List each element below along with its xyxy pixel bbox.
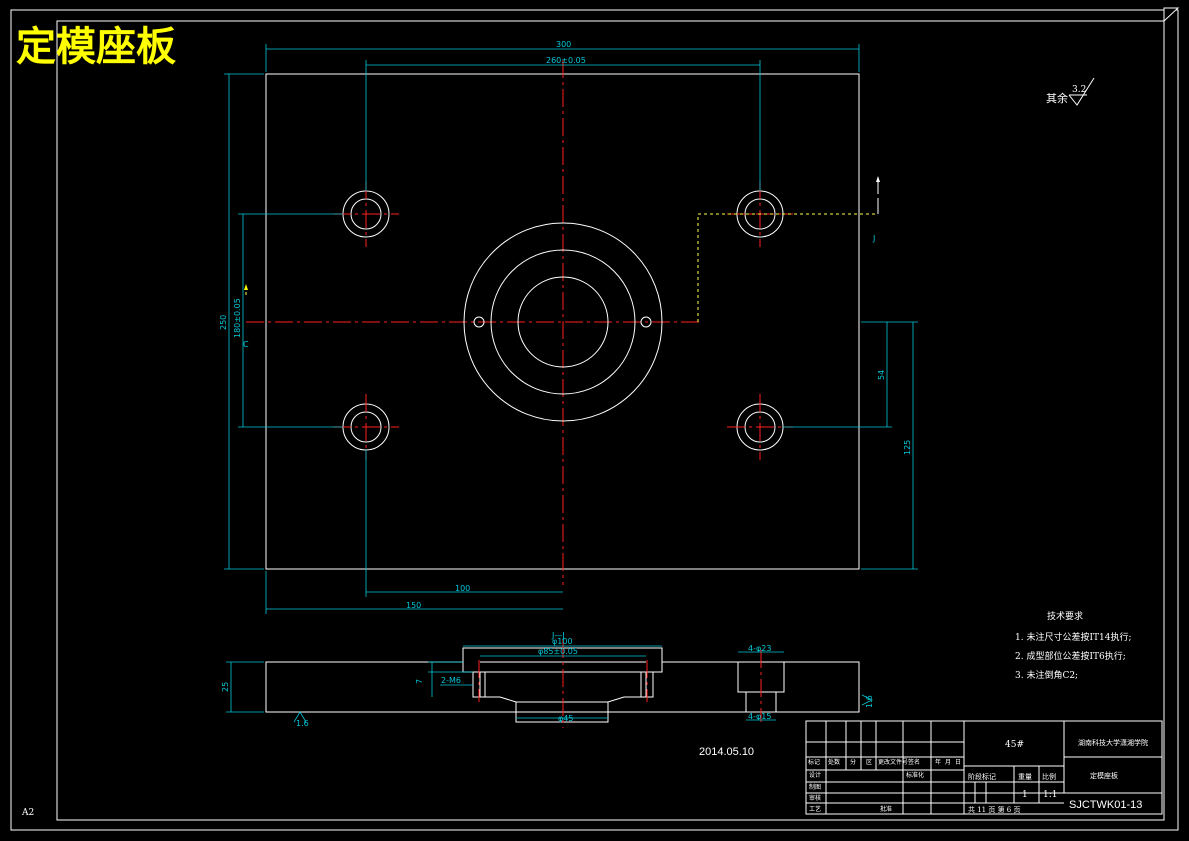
section-marker-j: J [872,234,875,243]
note-3: 3. 未注倒角C2; [1015,669,1078,681]
dim-125: 125 [903,440,912,455]
drawing-title: 定模座板 [16,23,176,70]
scale: 1:1 [1043,790,1057,800]
rev-h-1: 处数 [828,758,840,766]
title-block: 标记 处数 分 区 更改文件号 签名 年 月 日 设计 制图 审核 工艺 标准化… [805,720,1163,815]
dim-thread: 2-M6 [441,676,461,685]
dim-locate: φ85±0.05 [538,647,578,656]
notes-heading: 技术要求 [1047,610,1083,622]
sprue-bore [515,701,609,723]
locating-ring-outer [463,222,663,422]
rev-h-2: 分 [850,758,856,766]
note-2: 2. 成型部位公差按IT6执行; [1015,650,1126,662]
dim-150: 150 [406,601,421,610]
stage-h-2: 比例 [1042,772,1056,781]
dim-counterbore: 4-φ23 [748,644,771,653]
section-view: J—J 25 φ100 φ85±0.05 φ45 4-φ23 4-φ15 [221,631,874,728]
school-name: 湖南科技大学潇湘学院 [1078,738,1148,747]
dim-260: 260±0.05 [546,56,586,65]
plan-view: J C 300 260±0.05 250 180±0.05 54 125 [219,40,918,614]
ra-bottom: 1.6 [296,719,309,728]
dim-recess: φ100 [552,637,573,646]
part-name: 定模座板 [1090,771,1118,780]
stage-h-1: 重量 [1018,773,1032,781]
dim-thickness: 25 [221,682,230,692]
quantity: 1 [1022,790,1028,800]
rev-h-7: 月 [945,759,951,766]
inner-border [56,20,1165,821]
rev-h-6: 年 [935,758,941,766]
rev-h-5: 签名 [908,758,920,766]
ra-side: 1.6 [865,695,874,708]
technical-notes: 技术要求 1. 未注尺寸公差按IT14执行; 2. 成型部位公差按IT6执行; … [1015,610,1132,681]
screw-hole-right [640,316,652,328]
roughness-prefix: 其余 [1046,91,1068,105]
view-marker-c: C [243,340,249,349]
drawing-date: 2014.05.10 [699,746,754,758]
stage-h-0: 阶段标记 [968,772,996,781]
dim-100: 100 [455,584,470,593]
roughness-value: 3.2 [1072,85,1086,95]
outer-border [10,9,1179,831]
dim-depth: 7 [415,679,424,684]
sheet-size: A2 [21,808,34,818]
dim-180: 180±0.05 [233,298,242,338]
central-bore [517,276,609,368]
dim-250: 250 [219,315,228,330]
sheet-count: 共 11 页 第 6 页 [968,805,1021,814]
note-1: 1. 未注尺寸公差按IT14执行; [1015,631,1132,643]
rev-h-3: 区 [866,759,872,766]
dim-300: 300 [556,40,571,49]
drawing-number: SJCTWK01-13 [1069,799,1142,811]
role-check: 审核 [809,794,821,802]
dim-hole: 4-φ15 [748,712,771,721]
material: 45# [1005,740,1024,750]
locating-ring-mid [490,249,636,395]
rev-h-8: 日 [955,759,961,766]
section-cut-line [697,213,878,322]
role-process: 工艺 [809,805,821,813]
std-label: 标准化 [906,771,924,779]
role-draw: 制图 [809,783,821,791]
rev-h-4: 更改文件号 [878,758,908,766]
corner-mark [1163,7,1180,23]
roughness-icon [1068,77,1095,106]
dim-54: 54 [877,370,886,380]
section-label: J—J [551,631,565,640]
approve-label: 批准 [880,805,892,813]
dim-bore: φ45 [558,714,573,723]
role-design: 设计 [809,771,821,779]
rev-h-0: 标记 [808,758,820,766]
screw-hole-left [473,316,485,328]
